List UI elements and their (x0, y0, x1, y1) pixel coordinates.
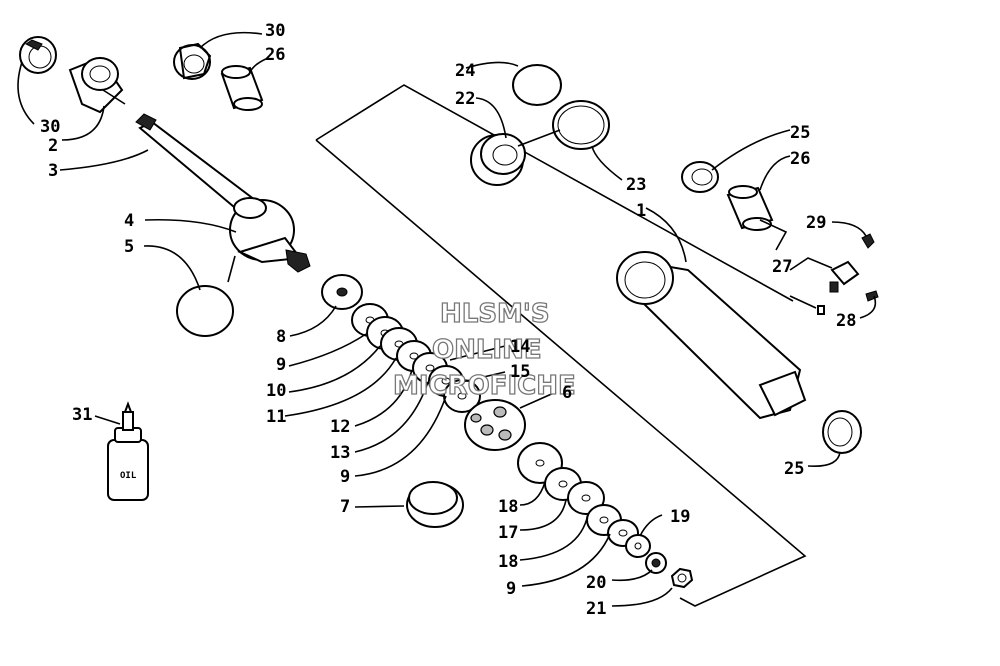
callout-12: 12 (330, 417, 350, 437)
callout-2: 2 (48, 136, 58, 156)
part-5-o-ring (176, 285, 234, 337)
callout-18: 18 (498, 552, 518, 572)
callout-22: 22 (455, 89, 475, 109)
part-3-piston-rod (135, 113, 257, 214)
part-22-reservoir-cap (470, 133, 526, 186)
callout-18: 18 (498, 497, 518, 517)
part-7-piston-band (406, 481, 464, 528)
callout-14: 14 (510, 337, 530, 357)
callout-6: 6 (562, 383, 572, 403)
callout-4: 4 (124, 211, 134, 231)
part-25-bushing-top-right (681, 161, 719, 193)
leader-lines (17, 31, 877, 607)
disc-stack-upper (351, 303, 481, 413)
callout-5: 5 (124, 237, 134, 257)
callout-1: 1 (636, 201, 646, 221)
watermark-line-1: HLSM'S (440, 299, 550, 329)
part-31-oil-bottle: OIL (107, 401, 149, 501)
callout-26: 26 (790, 149, 810, 169)
callout-8: 8 (276, 327, 286, 347)
callout-25: 25 (784, 459, 804, 479)
part-1-shock-body (616, 251, 807, 420)
part-27-valve-assembly (817, 260, 860, 315)
callout-19: 19 (670, 507, 690, 527)
part-24-o-ring (512, 64, 562, 106)
callout-25: 25 (790, 123, 810, 143)
part-6-piston (464, 399, 526, 451)
callout-24: 24 (455, 61, 475, 81)
part-21-nut (670, 567, 694, 589)
callout-28: 28 (836, 311, 856, 331)
part-26-sleeve-top (220, 65, 264, 111)
callout-30: 30 (40, 117, 60, 137)
callout-27: 27 (772, 257, 792, 277)
part-25-bushing-bottom-right (822, 410, 862, 454)
part-26-sleeve-right (726, 185, 774, 231)
callout-29: 29 (806, 213, 826, 233)
assembly-frame-outline (315, 84, 807, 607)
part-29-screw (861, 233, 875, 249)
callout-15: 15 (510, 362, 530, 382)
callout-9: 9 (340, 467, 350, 487)
callout-3: 3 (48, 161, 58, 181)
callout-21: 21 (586, 599, 606, 619)
part-28-screw (865, 290, 879, 302)
callout-17: 17 (498, 523, 518, 543)
callout-30: 30 (265, 21, 285, 41)
watermark: HLSM'S ONLINE MICROFICHE (392, 298, 576, 401)
callout-10: 10 (266, 381, 286, 401)
callout-labels: 30 26 30 2 3 4 5 8 9 10 11 12 13 9 7 31 … (40, 21, 856, 619)
part-23-seal-ring (552, 100, 610, 150)
disc-stack-lower (517, 442, 651, 558)
part-8-washer (321, 274, 363, 310)
callout-11: 11 (266, 407, 286, 427)
oil-bottle-label: OIL (120, 471, 137, 481)
part-4-rod-guide-cap (229, 197, 311, 273)
part-30-bushing-top (173, 42, 212, 80)
callout-26: 26 (265, 45, 285, 65)
callout-31: 31 (72, 405, 92, 425)
callout-7: 7 (340, 497, 350, 517)
callout-9: 9 (276, 355, 286, 375)
watermark-line-2: ONLINE (432, 335, 542, 365)
callout-20: 20 (586, 573, 606, 593)
part-30-bushing-left (19, 36, 57, 74)
callout-23: 23 (626, 175, 646, 195)
part-20-washer (645, 552, 667, 574)
part-2-eye-housing (68, 56, 126, 114)
watermark-line-3: MICROFICHE (393, 371, 576, 401)
callout-9: 9 (506, 579, 516, 599)
callout-13: 13 (330, 443, 350, 463)
